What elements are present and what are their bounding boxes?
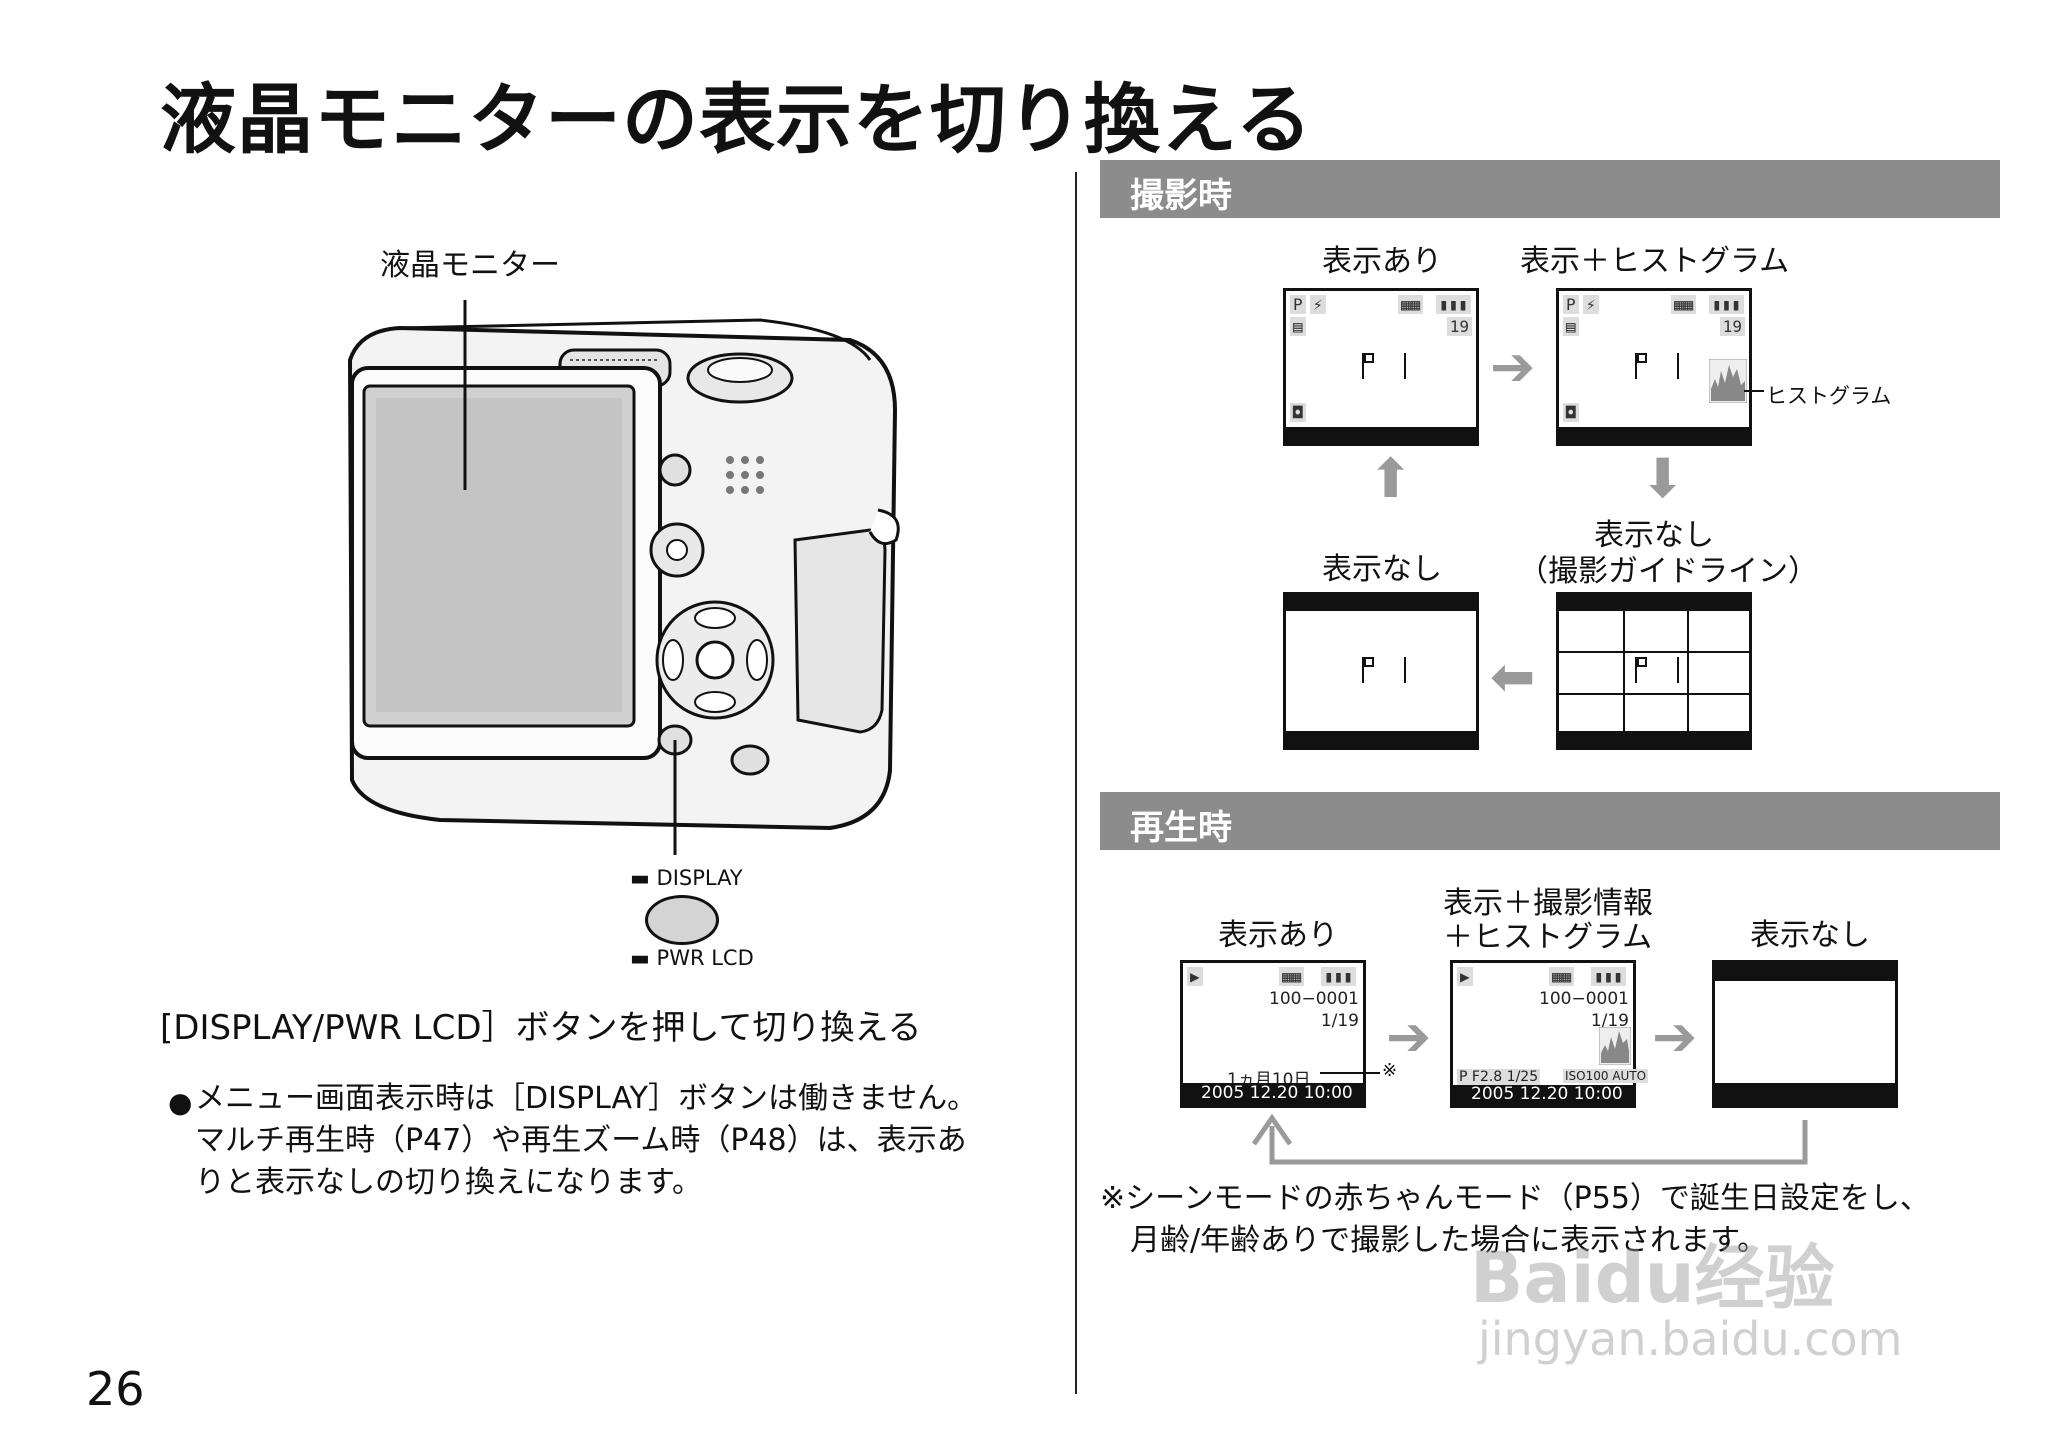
note-line: 月齢/年齢ありで撮影した場合に表示されます。 <box>1130 1223 1768 1258</box>
focus-frame-icon <box>1635 353 1679 379</box>
stabilizer-icon: ◘ <box>1563 403 1579 422</box>
shooting-screen-histogram: P ⚡ ▦▦ ▮▮▮ ▤ 19 ◘ <box>1556 288 1752 446</box>
date-time: 2005 12.20 10:00 <box>1201 1083 1353 1103</box>
quality-icon: ▦▦ <box>1398 295 1424 314</box>
shooting-screen-guideline <box>1556 592 1752 750</box>
battery-icon: ▮▮▮ <box>1436 295 1471 314</box>
camera-illustration <box>347 300 900 855</box>
playback-icon: ▶ <box>1457 967 1473 986</box>
screen-label: （撮影ガイドライン） <box>1518 554 1818 589</box>
display-label-text: DISPLAY <box>656 866 743 890</box>
watermark-logo: Baidu经验 <box>1470 1237 1835 1319</box>
arrow-right-icon: ➔ <box>1386 1005 1432 1068</box>
note-text: ※シーンモードの赤ちゃんモード（P55）で誕生日設定をし、 月齢/年齢ありで撮影… <box>1100 1178 1930 1262</box>
display-label: ▬ DISPLAY <box>630 866 743 890</box>
flash-icon: ⚡ <box>1583 295 1599 314</box>
battery-icon: ▮▮▮ <box>1709 295 1744 314</box>
screen-label: 表示あり <box>1218 918 1338 953</box>
screen-label: ＋ヒストグラム <box>1443 920 1653 955</box>
return-arrow-icon <box>1251 1113 1808 1165</box>
quality-icon: ▦▦ <box>1671 295 1697 314</box>
screen-label: 表示なし <box>1322 552 1442 587</box>
shooting-screen-display-off <box>1283 592 1479 750</box>
focus-frame-icon <box>1362 353 1406 379</box>
file-number: 100−0001 <box>1539 989 1629 1009</box>
quality-icon: ▦▦ <box>1549 967 1575 986</box>
bullet-text: メニュー画面表示時は［DISPLAY］ボタンは働きません。 マルチ再生時（P47… <box>195 1078 977 1204</box>
battery-icon: ▮▮▮ <box>1591 967 1626 986</box>
shots-remaining: 19 <box>1719 317 1745 336</box>
instruction-text: [DISPLAY/PWR LCD］ボタンを押して切り換える <box>160 1008 922 1048</box>
histogram-graph-icon <box>1709 359 1747 403</box>
shots-remaining: 19 <box>1446 317 1472 336</box>
battery-icon: ▮▮▮ <box>1321 967 1356 986</box>
burst-icon: ▤ <box>1290 317 1306 336</box>
arrow-right-icon: ➔ <box>1490 335 1536 398</box>
screen-label: 表示あり <box>1322 244 1442 279</box>
shooting-section-header: 撮影時 <box>1100 160 2000 218</box>
watermark-url: jingyan.baidu.com <box>1478 1312 1903 1366</box>
mode-indicator: P <box>1290 295 1306 314</box>
arrow-down-icon: ⬇ <box>1640 447 1686 510</box>
histogram-callout: ヒストグラム <box>1766 384 1892 408</box>
focus-frame-icon <box>1362 657 1406 683</box>
playback-header-text: 再生時 <box>1130 808 1232 848</box>
note-callout-line <box>1320 1072 1380 1074</box>
frame-count: 1/19 <box>1590 1011 1629 1031</box>
histogram-callout-line <box>1744 390 1764 392</box>
pwr-lcd-label-text: PWR LCD <box>656 946 754 970</box>
monitor-label: 液晶モニター <box>380 248 560 283</box>
stabilizer-icon: ◘ <box>1290 403 1306 422</box>
screen-label: 表示＋撮影情報 <box>1443 886 1653 921</box>
iso-info: ISO100 AUTO <box>1563 1069 1649 1083</box>
arrow-right-icon: ➔ <box>1652 1005 1698 1068</box>
column-divider <box>1075 172 1077 1394</box>
playback-screen-info-histogram: ▶ ▦▦ ▮▮▮ 100−0001 1/19 P F2.8 1/25 ISO10… <box>1450 960 1649 1108</box>
histogram-graph-icon <box>1599 1027 1631 1065</box>
screen-label: 表示＋ヒストグラム <box>1520 244 1790 279</box>
page-number: 26 <box>86 1362 145 1416</box>
focus-frame-icon <box>1635 657 1679 683</box>
frame-count: 1/19 <box>1320 1011 1359 1031</box>
display-button-icon <box>645 895 719 945</box>
arrow-up-icon: ⬆ <box>1368 447 1414 510</box>
screen-label: 表示なし <box>1750 918 1870 953</box>
file-number: 100−0001 <box>1269 989 1359 1009</box>
bullet-line: メニュー画面表示時は［DISPLAY］ボタンは働きません。 <box>195 1081 978 1116</box>
page-title: 液晶モニターの表示を切り換える <box>160 75 1313 164</box>
playback-screen-display-on: ▶ ▦▦ ▮▮▮ 100−0001 1/19 1ヵ月10日 2005 12.20… <box>1180 960 1366 1108</box>
pwr-lcd-label: ▬ PWR LCD <box>630 946 754 970</box>
mode-indicator: P <box>1563 295 1579 314</box>
arrow-left-icon: ⬅ <box>1490 645 1536 708</box>
date-time: 2005 12.20 10:00 <box>1471 1084 1623 1104</box>
shooting-header-text: 撮影時 <box>1130 176 1232 216</box>
bullet-icon: ● <box>168 1086 193 1119</box>
exposure-info: P F2.8 1/25 <box>1457 1069 1541 1085</box>
bullet-line: りと表示なしの切り換えになります。 <box>195 1165 702 1200</box>
shooting-screen-display-on: P ⚡ ▦▦ ▮▮▮ ▤ 19 ◘ <box>1283 288 1479 446</box>
flash-icon: ⚡ <box>1310 295 1326 314</box>
quality-icon: ▦▦ <box>1279 967 1305 986</box>
burst-icon: ▤ <box>1563 317 1579 336</box>
playback-section-header: 再生時 <box>1100 792 2000 850</box>
playback-screen-display-off <box>1712 960 1898 1108</box>
playback-icon: ▶ <box>1187 967 1203 986</box>
bullet-line: マルチ再生時（P47）や再生ズーム時（P48）は、表示あ <box>195 1123 967 1158</box>
note-line: ※シーンモードの赤ちゃんモード（P55）で誕生日設定をし、 <box>1100 1181 1930 1216</box>
screen-label: 表示なし <box>1594 518 1714 553</box>
note-mark: ※ <box>1382 1060 1398 1081</box>
